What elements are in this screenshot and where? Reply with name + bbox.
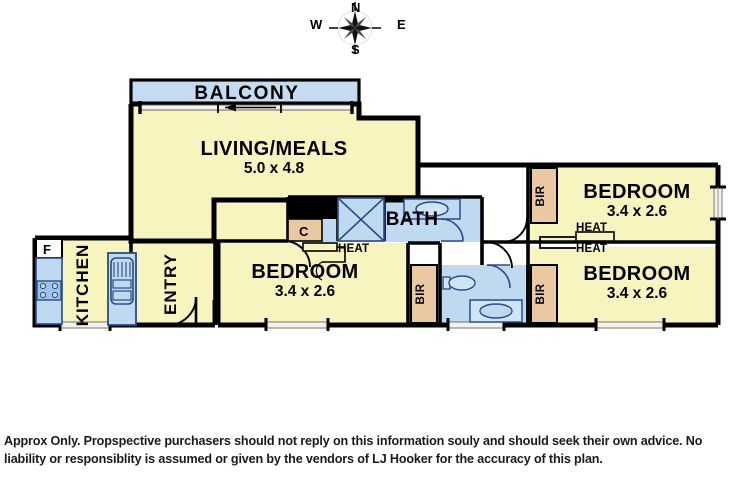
toilet bbox=[442, 275, 476, 291]
room-fill-bedroom-left bbox=[218, 243, 408, 325]
room-dim-bedroom-left: 3.4 x 2.6 bbox=[275, 283, 336, 300]
windows bbox=[58, 185, 726, 331]
compass-label-west: W bbox=[310, 17, 323, 32]
balcony-outline bbox=[129, 78, 361, 106]
room-dim-bedroom-bottom-right: 3.4 x 2.6 bbox=[607, 285, 668, 302]
compass-rose: N S E W bbox=[310, 0, 406, 57]
room-label-bedroom-bottom-right: BEDROOM bbox=[583, 263, 690, 285]
cupboard-box bbox=[287, 218, 323, 242]
heat-label-2: HEAT bbox=[576, 222, 607, 234]
compass-label-south: S bbox=[351, 42, 360, 57]
balcony-sliding-door bbox=[138, 101, 354, 114]
ensuite-fixtures bbox=[442, 264, 523, 323]
heat-label-1: HEAT bbox=[338, 243, 369, 255]
room-label-bedroom-top-right: BEDROOM bbox=[583, 181, 690, 203]
room-labels: BALCONY LIVING/MEALS 5.0 x 4.8 KITCHEN E… bbox=[73, 83, 690, 327]
compass-label-east: E bbox=[397, 17, 406, 32]
window-bedroom-top-right bbox=[710, 185, 726, 221]
bedroom-top-right-door-swing bbox=[502, 217, 528, 243]
disclaimer-line-2: liability or responsiblity is assumed or… bbox=[4, 452, 603, 466]
window-bedroom-bottom-right bbox=[594, 318, 666, 331]
room-label-bath: BATH bbox=[386, 209, 439, 230]
basin bbox=[415, 201, 449, 217]
compass-star bbox=[329, 2, 381, 54]
room-label-balcony: BALCONY bbox=[194, 83, 299, 104]
bir-label-2: BIR bbox=[535, 283, 547, 304]
room-dim-bedroom-top-right: 3.4 x 2.6 bbox=[607, 203, 668, 220]
bath-door-swing bbox=[440, 218, 464, 242]
disclaimer: Approx Only. Propspective purchasers sho… bbox=[4, 432, 746, 468]
room-label-bedroom-left: BEDROOM bbox=[251, 261, 358, 283]
window-bedroom-left bbox=[264, 318, 330, 331]
heater-2 bbox=[539, 231, 615, 249]
heat-symbols: HEAT HEAT HEAT bbox=[302, 222, 615, 281]
kitchen-fixtures: F bbox=[35, 238, 137, 326]
bir-bedroom-left: BIR bbox=[410, 264, 438, 324]
bath-fixtures: C bbox=[287, 197, 464, 242]
room-dim-living-meals: 5.0 x 4.8 bbox=[244, 160, 305, 177]
bath-hall-door-swing bbox=[485, 241, 513, 269]
bir-bedroom-bottom-right: BIR bbox=[530, 264, 558, 324]
room-label-entry: ENTRY bbox=[161, 253, 180, 315]
bir-bedroom-top-right: BIR bbox=[530, 167, 558, 224]
room-label-kitchen: KITCHEN bbox=[73, 244, 92, 327]
ensuite-vanity bbox=[469, 299, 523, 323]
room-fill-bedroom-bottom-right bbox=[528, 247, 718, 325]
heat-label-3: HEAT bbox=[576, 243, 607, 255]
room-fill-bedroom-top-right bbox=[528, 165, 718, 242]
heater-1 bbox=[302, 242, 346, 281]
disclaimer-line-1: Approx Only. Propspective purchasers sho… bbox=[4, 434, 703, 448]
cooktop bbox=[36, 280, 62, 301]
compass-label-north: N bbox=[351, 0, 360, 15]
bir-label-3: BIR bbox=[415, 283, 427, 304]
built-in-robes: BIR BIR BIR bbox=[410, 167, 558, 324]
room-fill-balcony bbox=[131, 80, 359, 104]
room-label-living-meals: LIVING/MEALS bbox=[200, 138, 347, 160]
fridge-label: F bbox=[43, 242, 51, 257]
bir-label-1: BIR bbox=[535, 185, 547, 206]
cupboard-label: C bbox=[299, 224, 309, 239]
service-duct bbox=[288, 198, 338, 219]
